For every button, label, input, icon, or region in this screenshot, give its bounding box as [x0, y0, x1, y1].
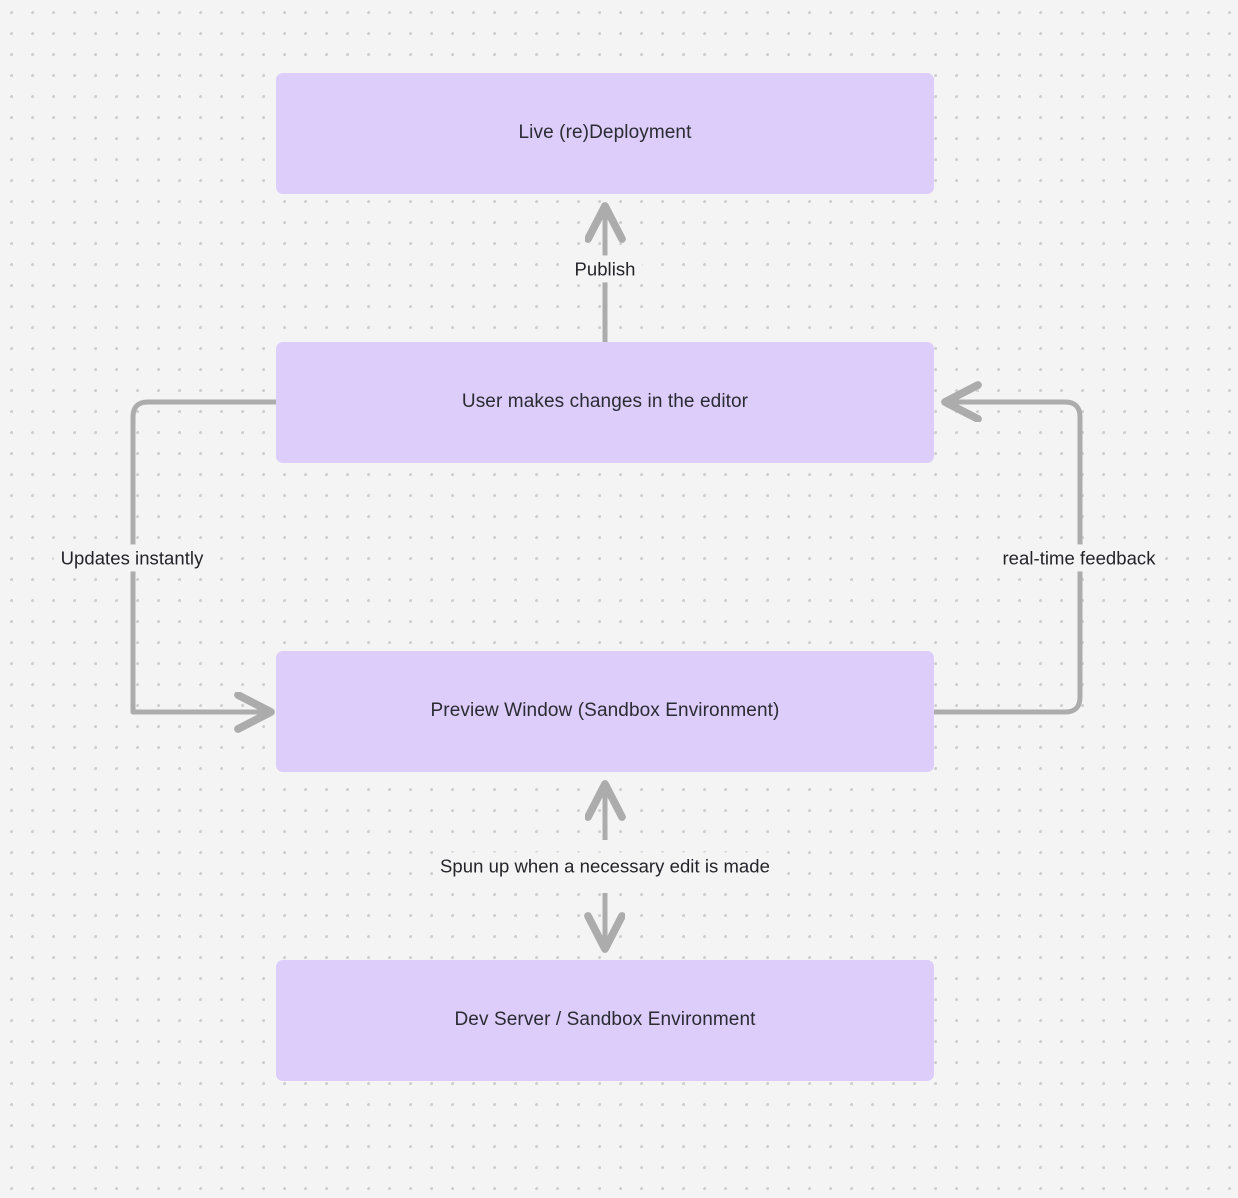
node-live-deployment-label: Live (re)Deployment [518, 122, 692, 144]
node-preview-window[interactable]: Preview Window (Sandbox Environment) [276, 651, 934, 772]
node-dev-server-label: Dev Server / Sandbox Environment [454, 1009, 756, 1031]
edge-label-publish: Publish [567, 255, 643, 283]
edge-label-updates-instantly: Updates instantly [53, 544, 211, 572]
edge-label-real-time-feedback: real-time feedback [995, 544, 1163, 572]
node-live-deployment[interactable]: Live (re)Deployment [276, 73, 934, 194]
edge-label-spun-up: Spun up when a necessary edit is made [433, 852, 777, 880]
node-dev-server[interactable]: Dev Server / Sandbox Environment [276, 960, 934, 1081]
node-preview-window-label: Preview Window (Sandbox Environment) [430, 700, 780, 722]
node-user-edits-label: User makes changes in the editor [461, 391, 749, 413]
node-user-edits[interactable]: User makes changes in the editor [276, 342, 934, 463]
